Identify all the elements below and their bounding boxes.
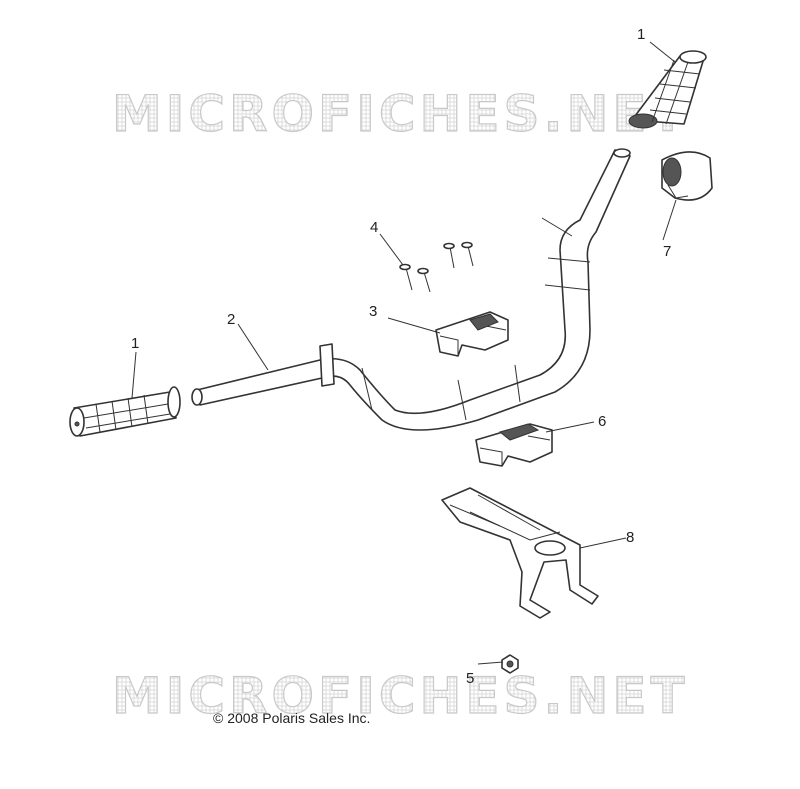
grip-right [628, 50, 707, 129]
lower-clamp [475, 423, 553, 467]
nut [501, 654, 519, 674]
callout-grip-left: 1 [131, 335, 139, 352]
callout-throttle-housing: 7 [663, 243, 671, 260]
upper-clamp [435, 311, 509, 357]
handlebar [191, 148, 631, 431]
watermark-top: MICROFICHES.NET [112, 85, 689, 143]
bolts [399, 241, 474, 293]
throttle-housing [661, 151, 713, 201]
leader-lines [131, 41, 677, 665]
callout-lower-clamp: 6 [598, 413, 606, 430]
callout-bracket: 8 [626, 529, 634, 546]
bracket [441, 487, 599, 619]
callout-handlebar: 2 [227, 311, 235, 328]
copyright-notice: © 2008 Polaris Sales Inc. [213, 710, 371, 726]
callout-bolts: 4 [370, 219, 378, 236]
watermark-bottom: MICROFICHES.NET [112, 667, 689, 725]
callout-upper-clamp: 3 [369, 303, 377, 320]
grip-left [69, 386, 181, 437]
callout-grip-right: 1 [637, 26, 645, 43]
callout-nut: 5 [466, 670, 474, 687]
